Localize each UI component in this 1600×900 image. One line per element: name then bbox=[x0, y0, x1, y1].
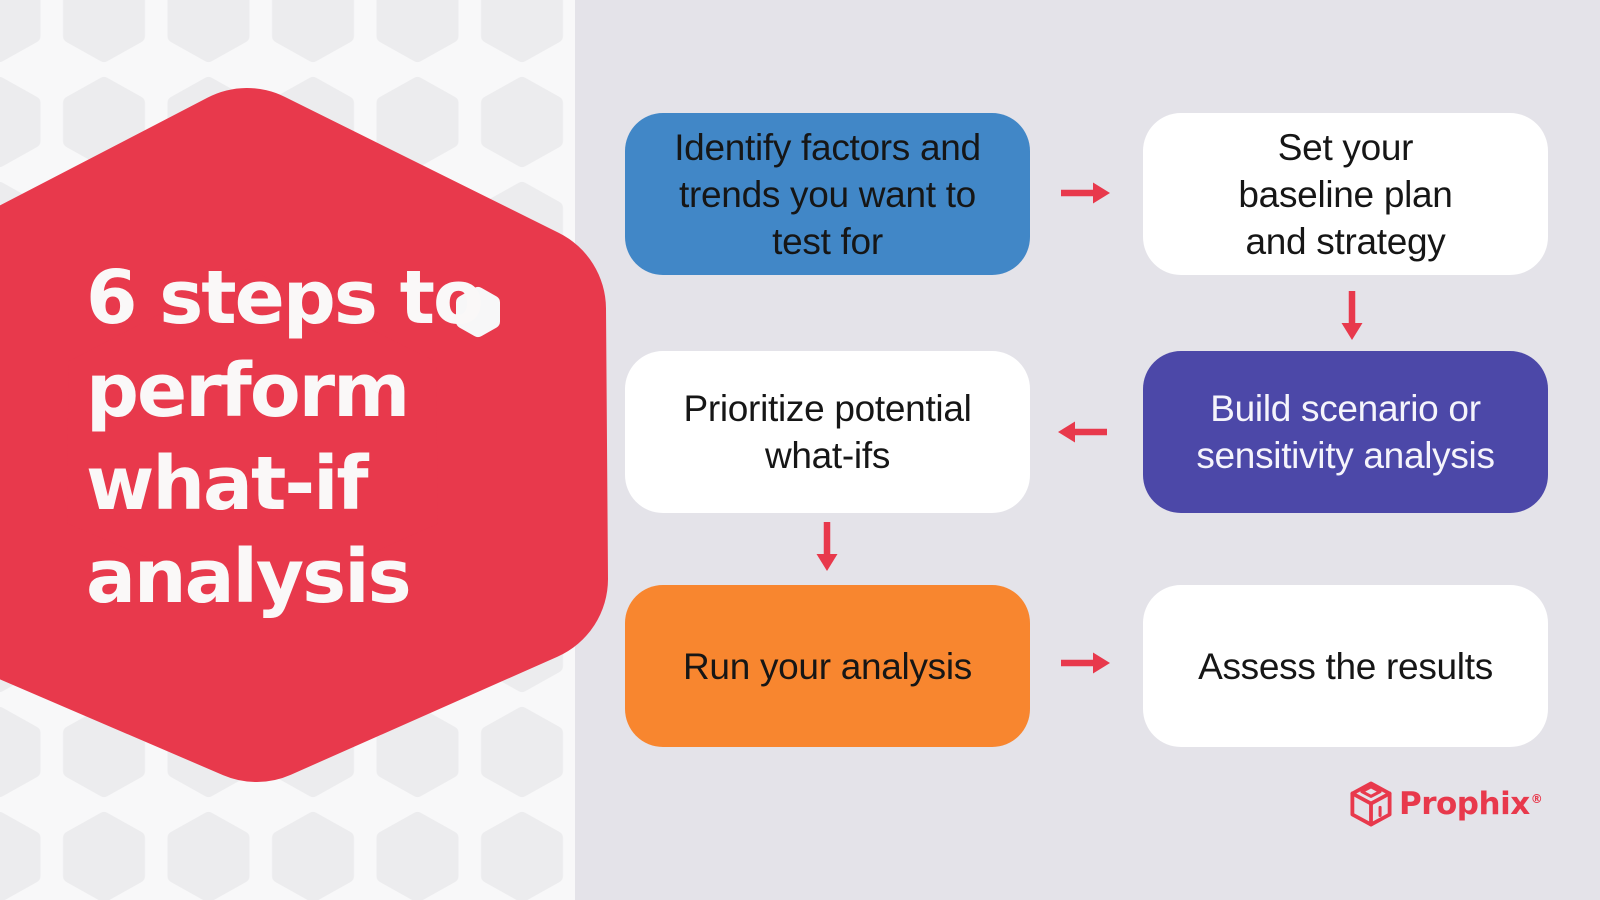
title-line: analysis bbox=[86, 534, 412, 620]
prophix-logo: Prophix® bbox=[1350, 781, 1543, 827]
step-text: Assess the results bbox=[1198, 645, 1493, 687]
step-box-set-baseline: Set your baseline plan and strategy bbox=[1143, 113, 1548, 275]
step-text: what-ifs bbox=[764, 435, 891, 476]
arrow-step1-to-step2-icon bbox=[1061, 182, 1110, 204]
step-box-identify-factors: Identify factors and trends you want to … bbox=[625, 113, 1030, 275]
title-line: 6 steps to bbox=[86, 255, 484, 341]
prophix-wordmark: Prophix® bbox=[1399, 786, 1543, 822]
step-box-assess-results: Assess the results bbox=[1143, 585, 1548, 747]
title-line: what-if bbox=[86, 441, 369, 527]
title-line: perform bbox=[86, 348, 410, 434]
step-text: Prioritize potential bbox=[683, 388, 972, 429]
step-text: Identify factors and bbox=[674, 126, 981, 168]
step-text: Run your analysis bbox=[683, 645, 972, 687]
step-text: sensitivity analysis bbox=[1196, 435, 1495, 476]
prophix-brand-text: Prophix bbox=[1399, 786, 1530, 822]
prophix-cube-icon bbox=[1350, 781, 1392, 827]
arrow-step5-to-step6-icon bbox=[1061, 652, 1110, 674]
step-text: Set your bbox=[1277, 126, 1414, 168]
page-title: 6 steps to perform what-if analysis bbox=[86, 252, 484, 624]
arrow-step3-to-step4-icon bbox=[1058, 421, 1107, 443]
step-box-run-analysis: Run your analysis bbox=[625, 585, 1030, 747]
step-text: baseline plan bbox=[1238, 173, 1453, 215]
step-text: trends you want to bbox=[679, 173, 976, 215]
registered-trademark-symbol: ® bbox=[1530, 792, 1543, 806]
step-text: test for bbox=[772, 220, 883, 262]
arrow-step2-to-step3-icon bbox=[1341, 291, 1363, 340]
step-text: and strategy bbox=[1245, 220, 1446, 262]
arrow-step4-to-step5-icon bbox=[816, 522, 838, 571]
step-box-build-scenario: Build scenario or sensitivity analysis bbox=[1143, 351, 1548, 513]
flow-panel: Identify factors and trends you want to … bbox=[575, 0, 1600, 900]
step-box-prioritize-whatifs: Prioritize potential what-ifs bbox=[625, 351, 1030, 513]
step-text: Build scenario or bbox=[1210, 388, 1481, 429]
